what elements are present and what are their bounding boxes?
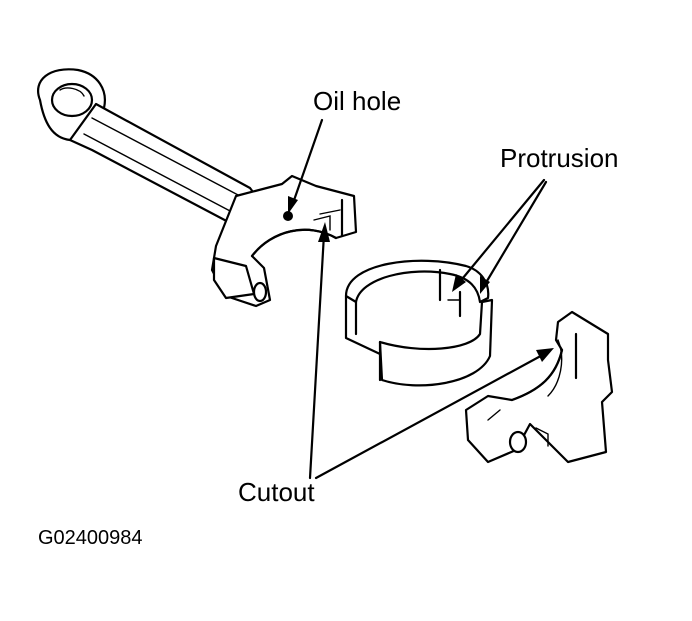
figure-id: G02400984 (38, 527, 143, 549)
bearing-shells (344, 259, 494, 387)
leader-lines (288, 118, 554, 480)
oil-hole (283, 211, 293, 221)
protrusion-label: Protrusion (500, 143, 619, 173)
oil-hole-label: Oil hole (313, 86, 402, 116)
connecting-rod (37, 68, 358, 308)
cutout-label: Cutout (238, 477, 315, 507)
bearing-cap (464, 310, 614, 464)
